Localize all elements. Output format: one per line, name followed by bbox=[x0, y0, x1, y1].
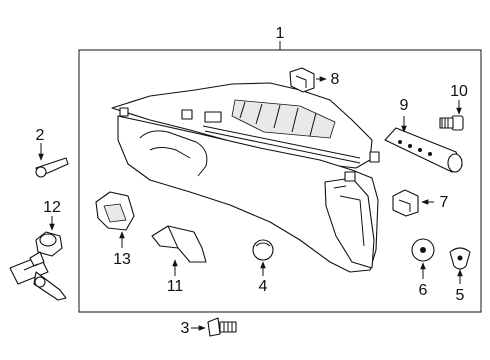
callout-11: 11 bbox=[167, 278, 184, 295]
screw-part-3 bbox=[207, 317, 237, 337]
bracket-part-11 bbox=[151, 225, 207, 263]
clip-part-5 bbox=[449, 247, 471, 270]
washer-part-6 bbox=[411, 238, 435, 262]
clip-part-8 bbox=[289, 67, 315, 93]
callout-8: 8 bbox=[331, 71, 340, 88]
callout-9: 9 bbox=[400, 97, 409, 114]
callout-6: 6 bbox=[419, 282, 428, 299]
callout-3: 3 bbox=[181, 320, 190, 337]
callout-1: 1 bbox=[276, 25, 285, 42]
callout-7: 7 bbox=[440, 194, 449, 211]
callout-4: 4 bbox=[259, 278, 268, 295]
callout-2: 2 bbox=[36, 127, 45, 144]
latch-part-13 bbox=[95, 191, 135, 231]
screw-part-10 bbox=[439, 115, 464, 131]
lock-part-12 bbox=[9, 231, 67, 301]
tube-part-9 bbox=[384, 127, 463, 173]
glove-box-body bbox=[111, 82, 380, 273]
callout-13: 13 bbox=[113, 251, 131, 268]
cap-part-4 bbox=[252, 239, 274, 261]
callout-5: 5 bbox=[456, 287, 465, 304]
clip-part-2 bbox=[35, 157, 69, 178]
callout-12: 12 bbox=[43, 199, 61, 216]
callout-10: 10 bbox=[450, 83, 468, 100]
clip-part-7 bbox=[392, 189, 419, 217]
